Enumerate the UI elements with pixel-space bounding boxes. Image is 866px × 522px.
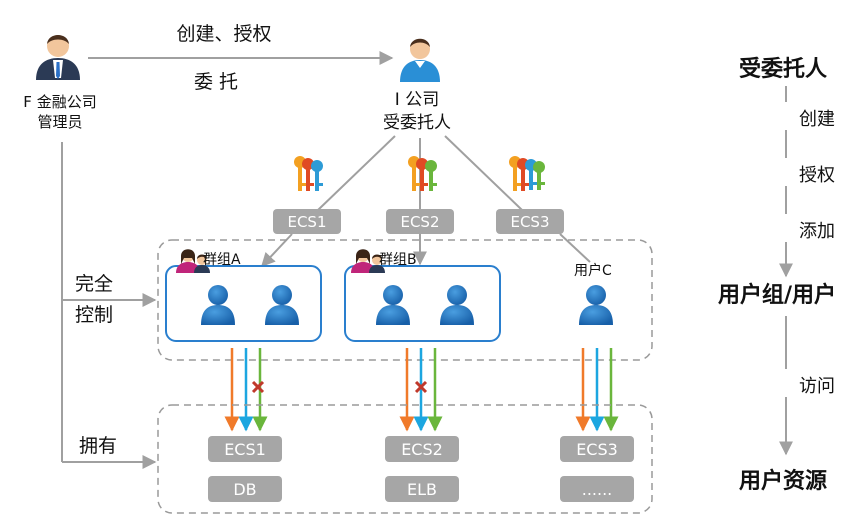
group-b-user-2-icon — [440, 285, 474, 325]
resource-elb-box — [385, 476, 459, 502]
flow-step-bg-2 — [775, 158, 845, 186]
flow-trustee-heading: 受委托人 — [739, 56, 827, 82]
group-b-avatar-icon — [351, 249, 385, 273]
flow-step-bg-1 — [775, 102, 845, 130]
trustee-label-line1: I 公司 — [395, 90, 439, 110]
key-cluster-3-icon — [509, 156, 545, 191]
trustee-avatar-icon — [400, 38, 440, 82]
group-a-deny-icon — [251, 380, 265, 394]
user-c-label: 用户C — [574, 262, 612, 279]
resource-elb-label: ELB — [407, 480, 437, 499]
own-label: 拥有 — [79, 435, 117, 457]
trustee-label-line2: 受委托人 — [383, 113, 451, 133]
group-b-label: 群组B — [379, 252, 417, 268]
group-b-box — [344, 265, 501, 342]
resource-ecs3-box — [560, 436, 634, 462]
trustee-to-key1-line — [317, 135, 396, 211]
group-a-avatar-icon — [176, 249, 210, 273]
group-a-user-1-icon — [201, 285, 235, 325]
flow-step-bg-3 — [775, 214, 845, 242]
full-control-label-1: 完全 — [75, 273, 113, 295]
resource-db-label: DB — [233, 480, 256, 499]
group-b-deny-icon — [414, 380, 428, 394]
key-label-3: ECS3 — [510, 213, 549, 231]
flow-users-heading: 用户组/用户 — [718, 282, 836, 308]
create-grant-label: 创建、授权 — [176, 23, 271, 45]
resource-ecs3-label: ECS3 — [576, 440, 618, 459]
user-c-icon — [579, 285, 613, 325]
group-a-user-2-icon — [265, 285, 299, 325]
group-a-box — [165, 265, 322, 342]
key-cluster-1-icon — [294, 156, 323, 191]
flow-step-add: 添加 — [799, 221, 835, 242]
users-container — [157, 239, 653, 361]
admin-avatar-icon — [36, 35, 80, 80]
resource-ecs2-label: ECS2 — [401, 440, 443, 459]
resource-ecs1-box — [208, 436, 282, 462]
full-control-label-2: 控制 — [75, 304, 113, 326]
resource-more-box — [560, 476, 634, 502]
key-label-box-3 — [496, 209, 564, 234]
flow-step-grant: 授权 — [799, 165, 835, 186]
key3-to-user-c-line — [559, 233, 591, 263]
trustee-to-key3-line — [444, 135, 523, 211]
resource-ecs2-box — [385, 436, 459, 462]
key-label-2: ECS2 — [400, 213, 439, 231]
resources-container — [157, 404, 653, 514]
key-label-1: ECS1 — [287, 213, 326, 231]
key-label-box-1 — [273, 209, 341, 234]
flow-step-access: 访问 — [799, 376, 835, 397]
flow-step-create: 创建 — [799, 109, 835, 130]
key1-to-group-a-line — [261, 233, 293, 268]
flow-step-bg-4 — [775, 369, 845, 397]
resource-ecs1-label: ECS1 — [224, 440, 266, 459]
key-label-box-2 — [386, 209, 454, 234]
resource-more-label: ...... — [582, 480, 613, 499]
flow-resources-heading: 用户资源 — [739, 468, 827, 494]
key-cluster-2-icon — [408, 156, 437, 191]
group-a-label: 群组A — [203, 252, 241, 268]
admin-label-line1: F 金融公司 — [23, 93, 96, 111]
resource-db-box — [208, 476, 282, 502]
entrust-label: 委 托 — [194, 71, 238, 93]
group-b-user-1-icon — [376, 285, 410, 325]
admin-label-line2: 管理员 — [37, 113, 82, 131]
